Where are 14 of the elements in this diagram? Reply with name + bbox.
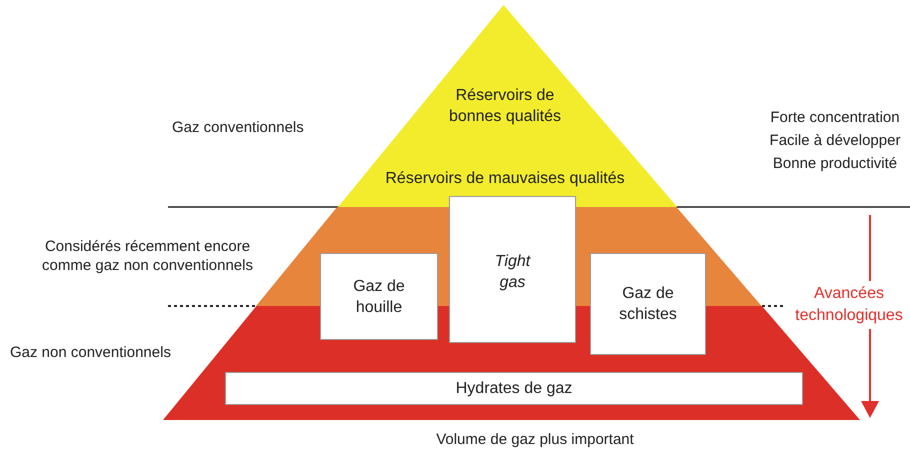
band-label: Réservoirs de bonnes qualités [448, 86, 562, 127]
band-label: Réservoirs de mauvaises qualités [384, 169, 626, 189]
gas-type-box: Gaz de schistes [590, 253, 706, 355]
gas-type-box: Hydrates de gaz [225, 372, 803, 405]
side-label: Gaz non conventionnels [10, 343, 172, 363]
gas-type-box: Tight gas [449, 196, 576, 343]
side-label: Volume de gaz plus important [435, 430, 635, 450]
side-label: Gaz conventionnels [172, 118, 305, 138]
side-label: Considérés récemment encore comme gaz non conventionnels [41, 237, 254, 276]
side-label: Bonne productivité [772, 154, 898, 174]
direction-label: Avancées technologiques [794, 284, 904, 326]
side-label: Forte concentration [769, 108, 901, 128]
side-label: Facile à développer [768, 131, 902, 151]
gas-type-box: Gaz de houille [320, 253, 438, 340]
